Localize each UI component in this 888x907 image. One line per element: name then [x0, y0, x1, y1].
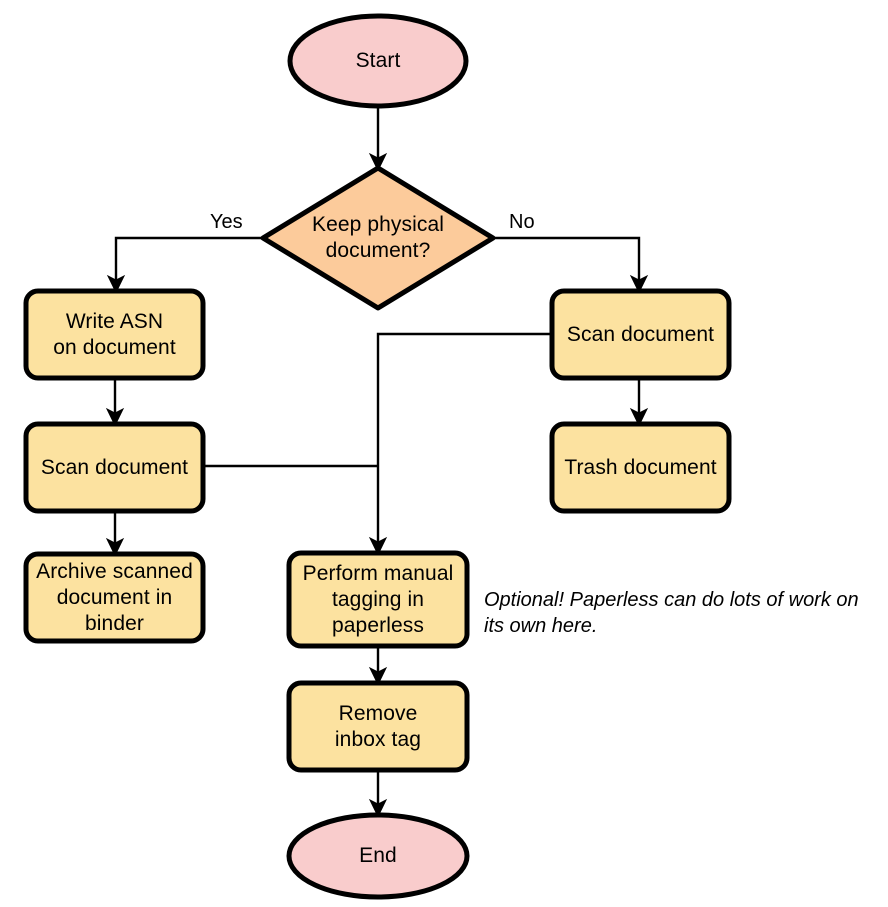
node-scan-document-left[interactable] [23, 421, 206, 514]
node-layer [23, 13, 732, 900]
edge-decision-to-scan-right [493, 236, 649, 294]
edge-label-no: No [509, 211, 535, 233]
node-remove-inbox-tag[interactable] [286, 680, 470, 773]
edge-layer [105, 106, 649, 818]
node-scan-document-right[interactable] [549, 288, 732, 381]
edge-label-yes: Yes [210, 211, 243, 233]
node-start[interactable] [287, 13, 469, 109]
node-perform-manual-tagging-in-paperless[interactable] [286, 550, 470, 649]
node-trash-document[interactable] [549, 421, 732, 514]
node-archive-scanned-document-in-binder[interactable] [23, 551, 206, 644]
node-write-asn-on-document[interactable] [23, 288, 206, 381]
edge-decision-to-write-asn [106, 236, 263, 294]
node-end[interactable] [286, 812, 470, 900]
annotation-optional-note: Optional! Paperless can do lots of work … [484, 589, 859, 637]
node-keep-physical-document[interactable] [260, 165, 496, 311]
edge-scan-right-to-tagging [368, 332, 552, 556]
